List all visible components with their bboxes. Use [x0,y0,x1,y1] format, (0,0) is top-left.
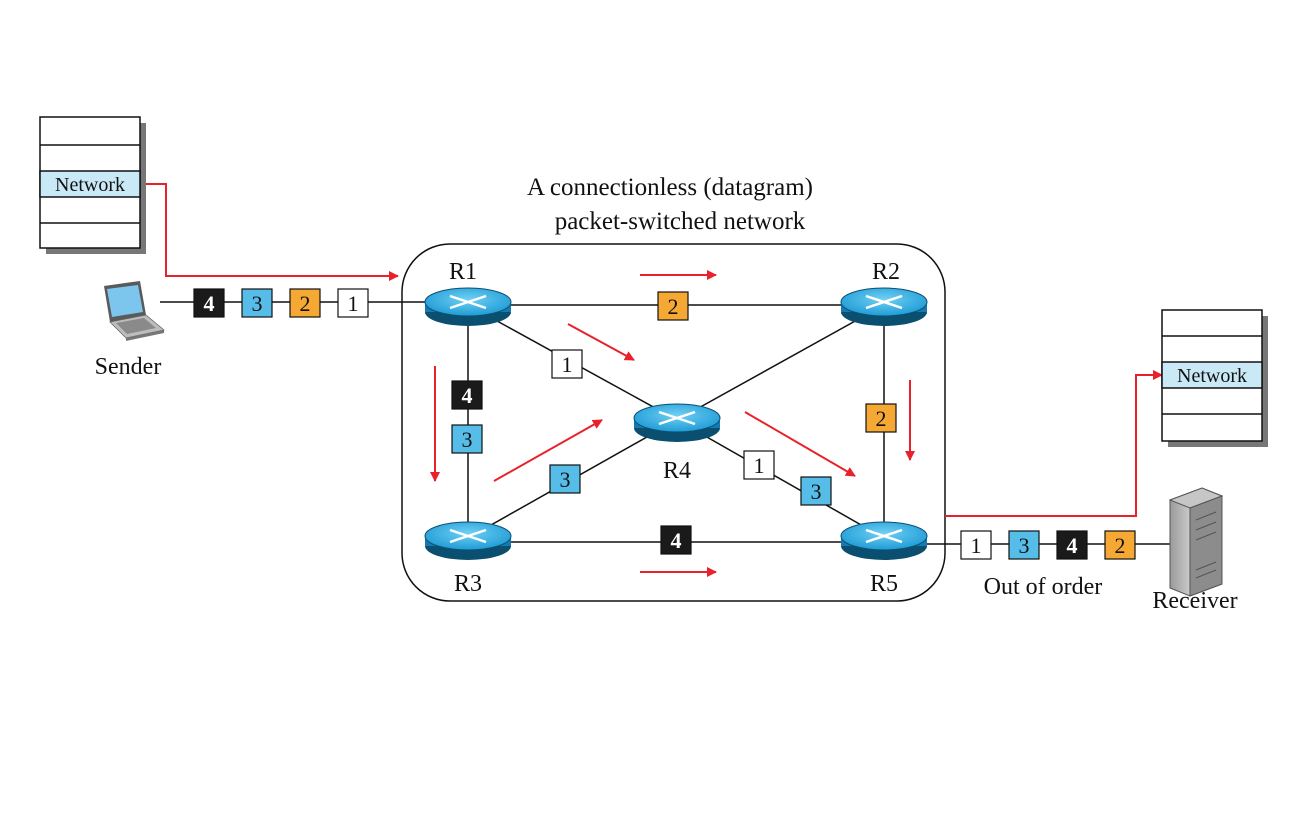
router-r4 [633,403,721,442]
svg-text:1: 1 [754,453,765,478]
packet-1: 1 [337,288,369,318]
receiver-label: Receiver [1152,588,1237,614]
svg-text:1: 1 [562,352,573,377]
packet-3: 3 [1008,530,1040,560]
svg-text:2: 2 [300,291,311,316]
arrow-r1-r4 [567,323,635,361]
packet-2: 2 [865,403,897,433]
router-label-r4: R4 [663,458,691,484]
packet-3: 3 [800,476,832,506]
router-label-r5: R5 [870,571,898,597]
packet-1: 1 [960,530,992,560]
svg-text:1: 1 [971,533,982,558]
svg-text:3: 3 [252,291,263,316]
svg-text:3: 3 [560,467,571,492]
receiver-protocol-stack: Network [1161,309,1268,447]
packet-3: 3 [241,288,273,318]
laptop-icon [104,281,165,341]
diagram-title-line1: A connectionless (datagram) [527,174,813,201]
network-layer-label: Network [1177,365,1247,387]
svg-text:2: 2 [668,294,679,319]
sender-label: Sender [95,354,162,380]
sender-protocol-stack: Network [39,116,146,254]
arrow-r4-r5 [744,411,856,477]
router-r5 [840,521,928,560]
router-r2 [840,287,928,326]
svg-text:4: 4 [204,291,215,316]
link-r2-r4 [676,304,885,421]
flow-arrows [430,270,915,577]
network-boundary [401,243,946,602]
packet-4: 4 [193,288,225,318]
packet-1: 1 [743,450,775,480]
router-r1 [424,287,512,326]
server-icon [1168,487,1224,597]
packet-2: 2 [289,288,321,318]
receiver-stack-connector [945,370,1163,517]
network-layer-label: Network [55,174,125,196]
packet-2: 2 [657,291,689,321]
svg-text:4: 4 [462,383,473,408]
svg-text:1: 1 [348,291,359,316]
network-layer-box [39,170,141,198]
svg-text:4: 4 [671,528,682,553]
router-label-r2: R2 [872,259,900,285]
network-layer-box [1161,361,1263,389]
link-r4-r5 [676,419,885,539]
svg-text:3: 3 [462,427,473,452]
packet-1: 1 [551,349,583,379]
router-label-r1: R1 [449,259,477,285]
packet-2: 2 [1104,530,1136,560]
router-r3 [424,521,512,560]
diagram-title-line2: packet-switched network [555,208,806,235]
packet-3: 3 [451,424,483,454]
packet-4: 4 [1056,530,1088,560]
packet-4: 4 [660,525,692,555]
svg-text:3: 3 [811,479,822,504]
arrow-r3-r4 [493,419,603,482]
svg-text:2: 2 [1115,533,1126,558]
svg-text:4: 4 [1067,533,1078,558]
packet-4: 4 [451,380,483,410]
svg-text:3: 3 [1019,533,1030,558]
svg-text:2: 2 [876,406,887,431]
out-of-order-label: Out of order [984,574,1103,600]
router-label-r3: R3 [454,571,482,597]
packet-3: 3 [549,464,581,494]
sender-stack-connector [140,183,399,281]
